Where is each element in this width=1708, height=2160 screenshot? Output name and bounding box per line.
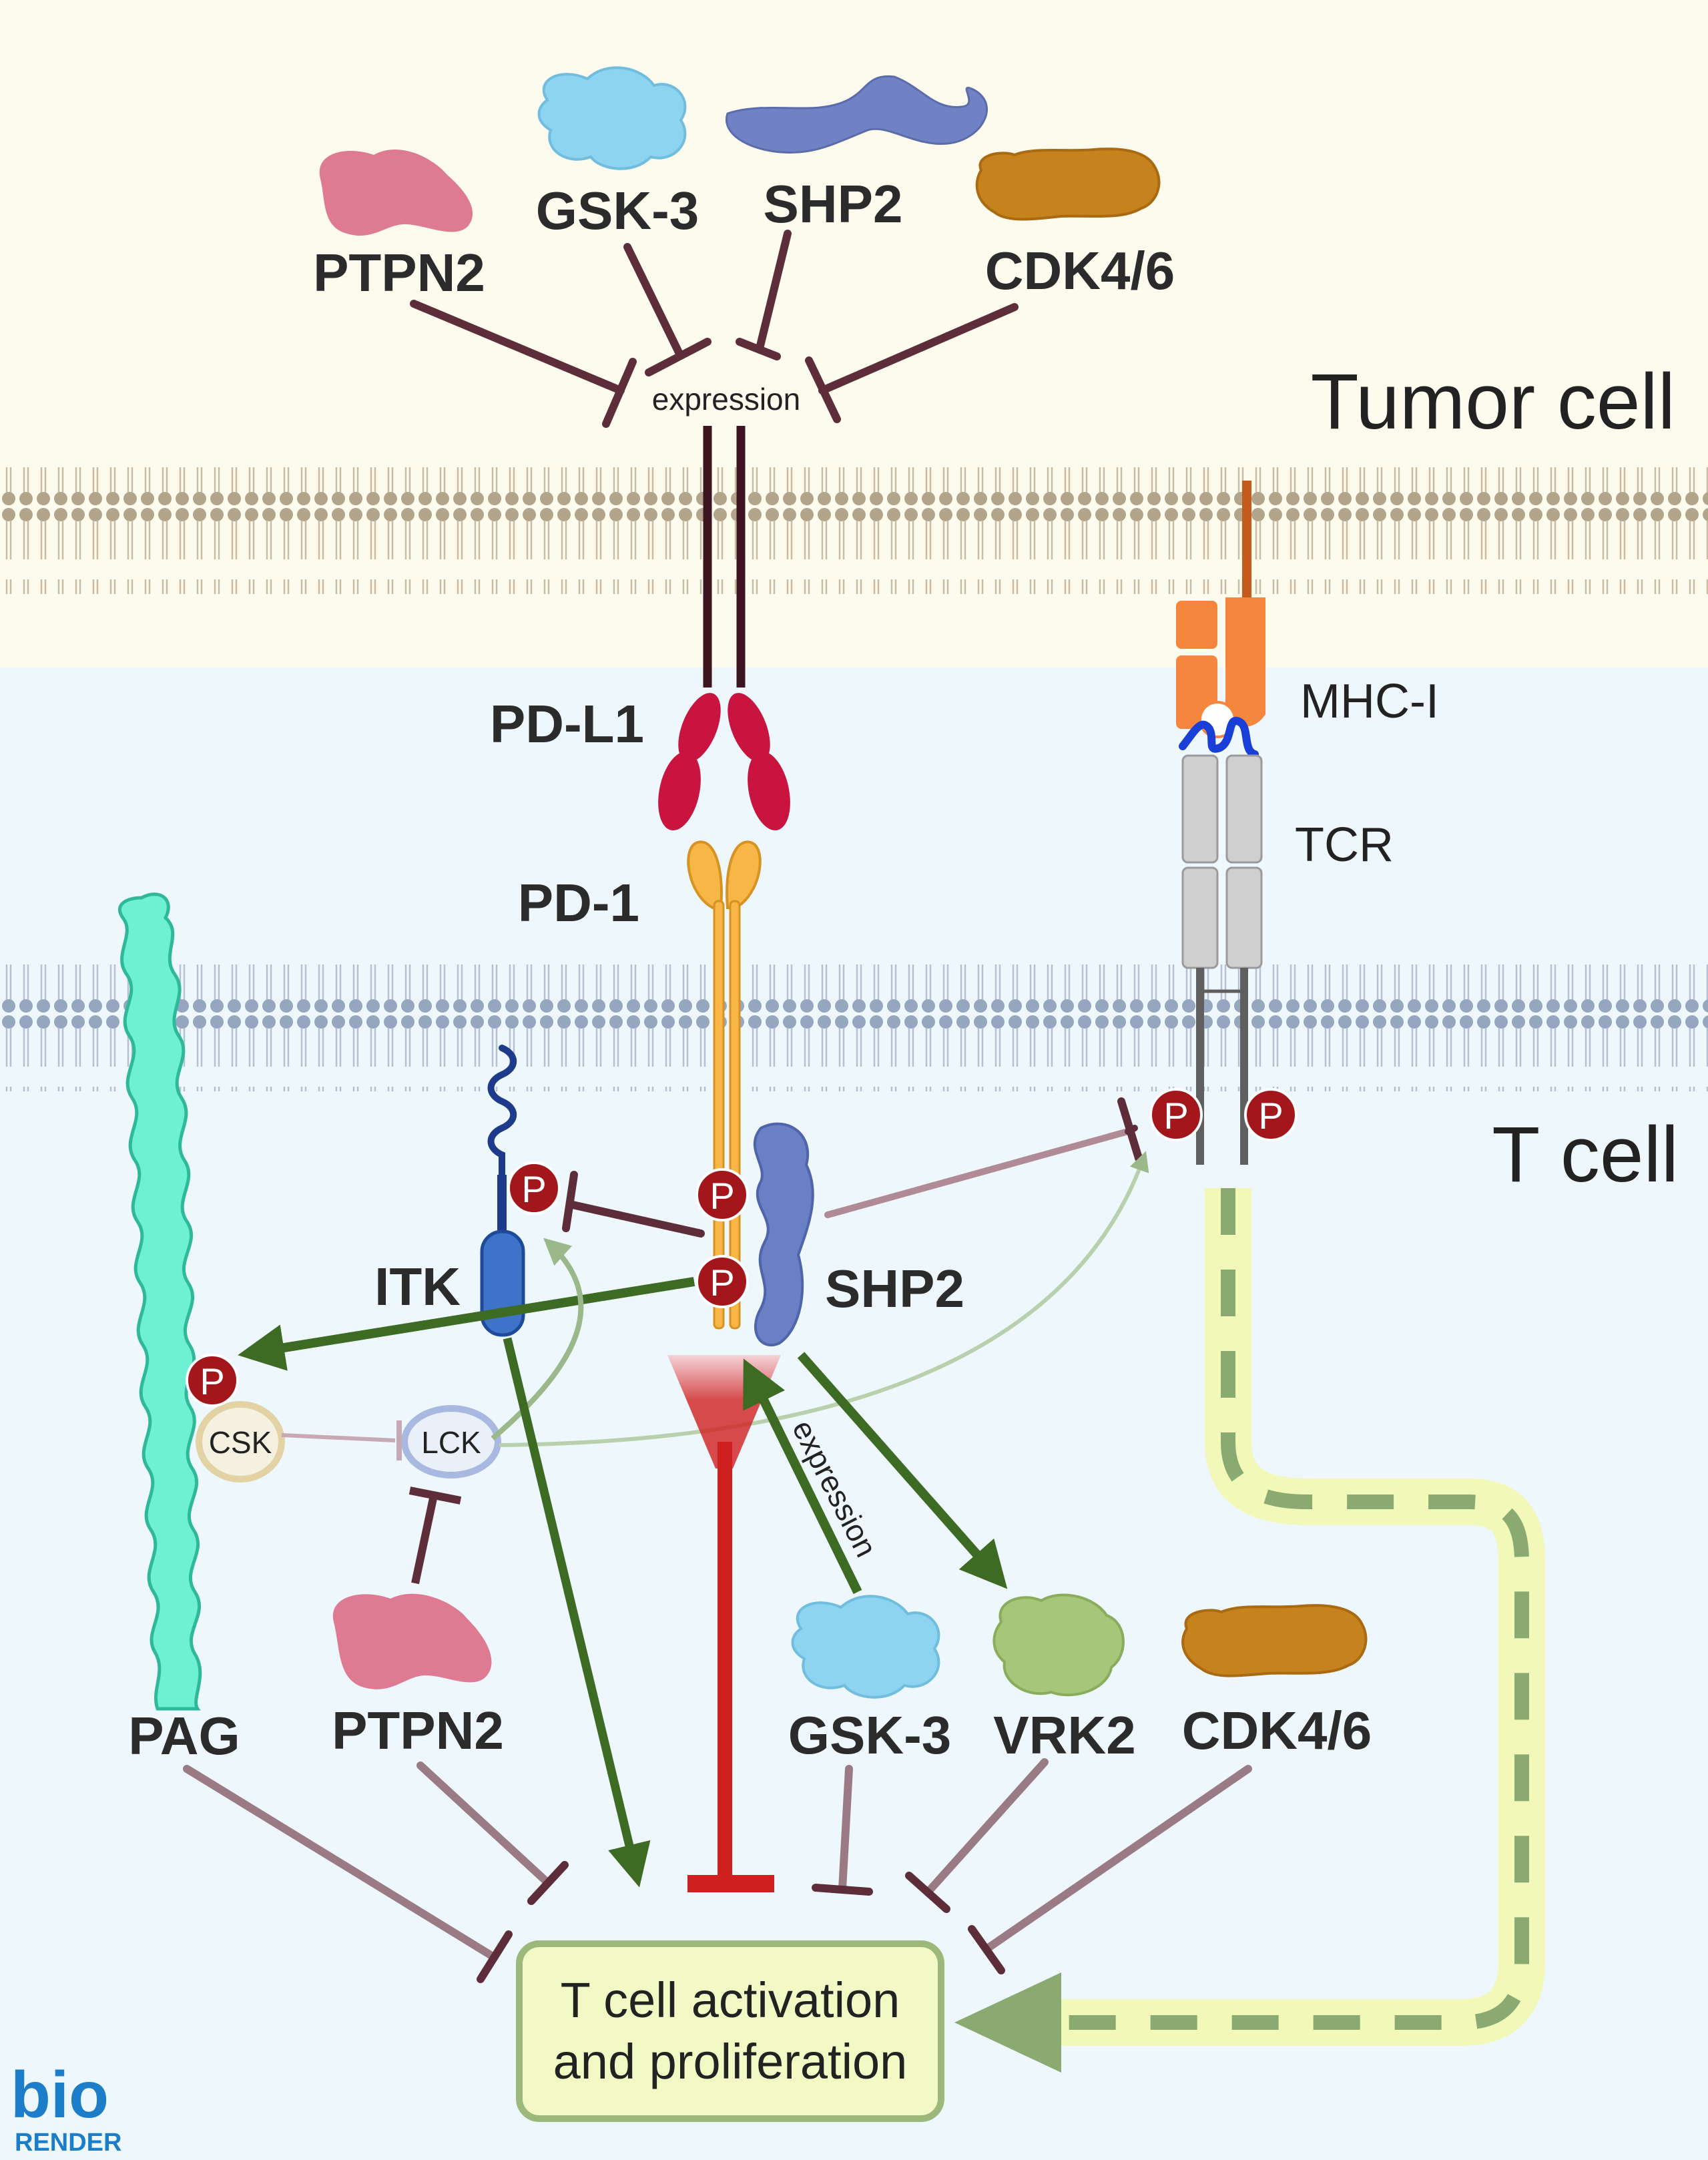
tumor-inhibition-lines bbox=[410, 230, 1019, 428]
outcome-line-2: and proliferation bbox=[553, 2034, 908, 2089]
csk-inhibits-lck bbox=[281, 1433, 396, 1442]
pdl1-domain-lower-left bbox=[658, 751, 701, 831]
outcome-inhibition-lines bbox=[183, 1758, 1252, 1983]
shp2-tcell-label: SHP2 bbox=[825, 1259, 964, 1318]
pd1-label: PD-1 bbox=[518, 873, 639, 932]
mhc-domain-small-top bbox=[1176, 601, 1217, 649]
pag-phospho-label: P bbox=[200, 1360, 224, 1402]
tcr-phospho-left-label: P bbox=[1163, 1095, 1188, 1137]
shp2-activates-vrk2-arrow bbox=[797, 1352, 1008, 1589]
itk-tail bbox=[487, 1045, 517, 1178]
antigen-peptide bbox=[1179, 716, 1259, 758]
gsk3-top-label: GSK-3 bbox=[536, 181, 699, 240]
pd1-chain-left bbox=[713, 900, 725, 1330]
pd1-phospho-upper-icon bbox=[695, 1168, 749, 1222]
tcr-beta-v bbox=[1225, 754, 1263, 864]
pag-icon bbox=[117, 892, 202, 1711]
ptpn2-top-label: PTPN2 bbox=[313, 243, 485, 302]
tcr-alpha-c bbox=[1181, 866, 1219, 969]
csk-icon bbox=[196, 1401, 285, 1482]
mhc-domain-large bbox=[1225, 597, 1265, 727]
vrk2-icon bbox=[992, 1593, 1125, 1697]
tcr-beta-c bbox=[1225, 866, 1263, 969]
itk-phospho-icon bbox=[507, 1161, 561, 1215]
ptpn2-inhibits-lck-line bbox=[411, 1494, 438, 1585]
tcr-phospho-right-label: P bbox=[1258, 1095, 1283, 1137]
outcome-line-1: T cell activation bbox=[561, 1972, 900, 2028]
cdk46-top-icon bbox=[975, 148, 1161, 221]
pd1-phospho-upper-label: P bbox=[709, 1175, 734, 1217]
lck-label: LCK bbox=[421, 1425, 481, 1460]
pd1-phospho-lower-icon bbox=[695, 1255, 749, 1308]
tcr-phospho-right-icon bbox=[1244, 1088, 1298, 1141]
tcr-label: TCR bbox=[1295, 818, 1394, 872]
gsk3-top-icon bbox=[537, 66, 687, 170]
itk-activates-outcome-arrow bbox=[503, 1337, 651, 1888]
cdk46-bottom-icon bbox=[1181, 1604, 1368, 1677]
tcr-alpha-v bbox=[1181, 754, 1219, 864]
pag-phospho-icon bbox=[186, 1354, 239, 1407]
outcome-box bbox=[516, 1940, 944, 2122]
pd1-chain-right bbox=[729, 900, 741, 1330]
logo-text-bottom: RENDER bbox=[15, 2129, 121, 2157]
pd1-head-left bbox=[687, 840, 723, 909]
ptpn2-inhibits-lck-bar bbox=[408, 1487, 462, 1505]
cdk46-bottom-label: CDK4/6 bbox=[1182, 1701, 1372, 1760]
mhc-label: MHC-I bbox=[1300, 675, 1439, 728]
ptpn2-bottom-label: PTPN2 bbox=[332, 1701, 504, 1760]
phospho-sites: P P P P P P bbox=[186, 1088, 1298, 1407]
tcr-signal-dashes bbox=[1061, 1188, 1529, 2030]
tcr-phospho-left-icon bbox=[1149, 1088, 1203, 1141]
tumor-expression-label: expression bbox=[652, 382, 800, 417]
pd1-head-right bbox=[726, 840, 762, 909]
t-cell-membrane bbox=[0, 965, 1708, 1091]
gsk3-bottom-icon bbox=[791, 1595, 940, 1699]
lck-icon bbox=[401, 1405, 501, 1478]
gsk3-expression-arrow bbox=[743, 1358, 862, 1595]
shp2-phosphorylates-pag-arrow bbox=[238, 1277, 695, 1371]
pdl1-domain-upper-right bbox=[728, 693, 770, 762]
shp2-top-label: SHP2 bbox=[764, 174, 903, 234]
cdk46-top-label: CDK4/6 bbox=[985, 241, 1175, 300]
pdl1-label: PD-L1 bbox=[490, 694, 644, 754]
ptpn2-bottom-icon bbox=[332, 1593, 492, 1689]
lck-activates-tcr-arrow bbox=[499, 1151, 1149, 1447]
tumor-membrane bbox=[0, 467, 1708, 594]
gsk3-bottom-label: GSK-3 bbox=[788, 1705, 952, 1765]
pd1-phospho-lower-label: P bbox=[709, 1262, 734, 1304]
tcr-signal-arrowhead bbox=[954, 1972, 1061, 2073]
pag-label: PAG bbox=[128, 1706, 240, 1766]
tumor-cell-label: Tumor cell bbox=[1311, 358, 1675, 446]
pd1-inhibition-lines bbox=[562, 1097, 1143, 1238]
ptpn2-top-icon bbox=[319, 150, 473, 236]
itk-label: ITK bbox=[374, 1257, 461, 1316]
logo-text-top: bio bbox=[11, 2058, 109, 2131]
pdl1-domain-upper-left bbox=[678, 693, 721, 762]
t-cell-label: T cell bbox=[1492, 1111, 1679, 1199]
shp2-top-icon bbox=[726, 75, 988, 154]
pdl1-domain-lower-right bbox=[748, 751, 790, 831]
itk-phospho-label: P bbox=[521, 1168, 546, 1210]
shp2-tcell-icon bbox=[753, 1122, 814, 1347]
vrk2-label: VRK2 bbox=[993, 1705, 1135, 1765]
csk-label: CSK bbox=[209, 1425, 272, 1460]
